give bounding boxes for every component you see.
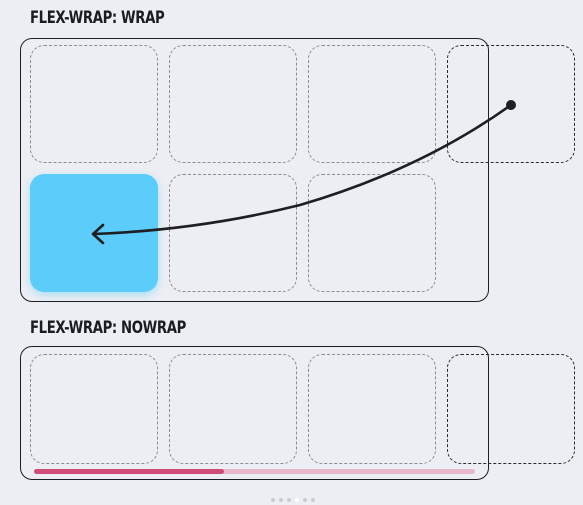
wrap-arrow-line (92, 103, 513, 236)
nowrap-item-2 (169, 354, 297, 464)
wrap-item-6 (308, 174, 436, 292)
pager-dot[interactable] (271, 498, 275, 502)
pager-dot[interactable] (279, 498, 283, 502)
wrap-item-3 (308, 45, 436, 163)
carousel-pager (271, 498, 315, 502)
pager-dot[interactable] (287, 498, 291, 502)
nowrap-section-title: FLEX-WRAP: NOWRAP (30, 318, 186, 338)
nowrap-item-4-overflow (447, 354, 575, 464)
pager-dot[interactable] (311, 498, 315, 502)
nowrap-scrollbar-track[interactable] (34, 469, 475, 474)
wrap-item-1 (30, 45, 158, 163)
pager-dot[interactable] (295, 498, 299, 502)
wrap-item-5 (169, 174, 297, 292)
wrap-item-4-overflow-origin (447, 45, 575, 163)
wrap-item-2 (169, 45, 297, 163)
wrap-container (20, 38, 489, 302)
nowrap-scrollbar-thumb[interactable] (34, 469, 224, 474)
pager-dot[interactable] (303, 498, 307, 502)
nowrap-container (20, 346, 489, 480)
wrap-section-title: FLEX-WRAP: WRAP (30, 8, 165, 28)
wrap-arrow-head (91, 223, 105, 245)
nowrap-item-1 (30, 354, 158, 464)
wrap-arrow-origin-dot (506, 100, 516, 110)
nowrap-item-3 (308, 354, 436, 464)
